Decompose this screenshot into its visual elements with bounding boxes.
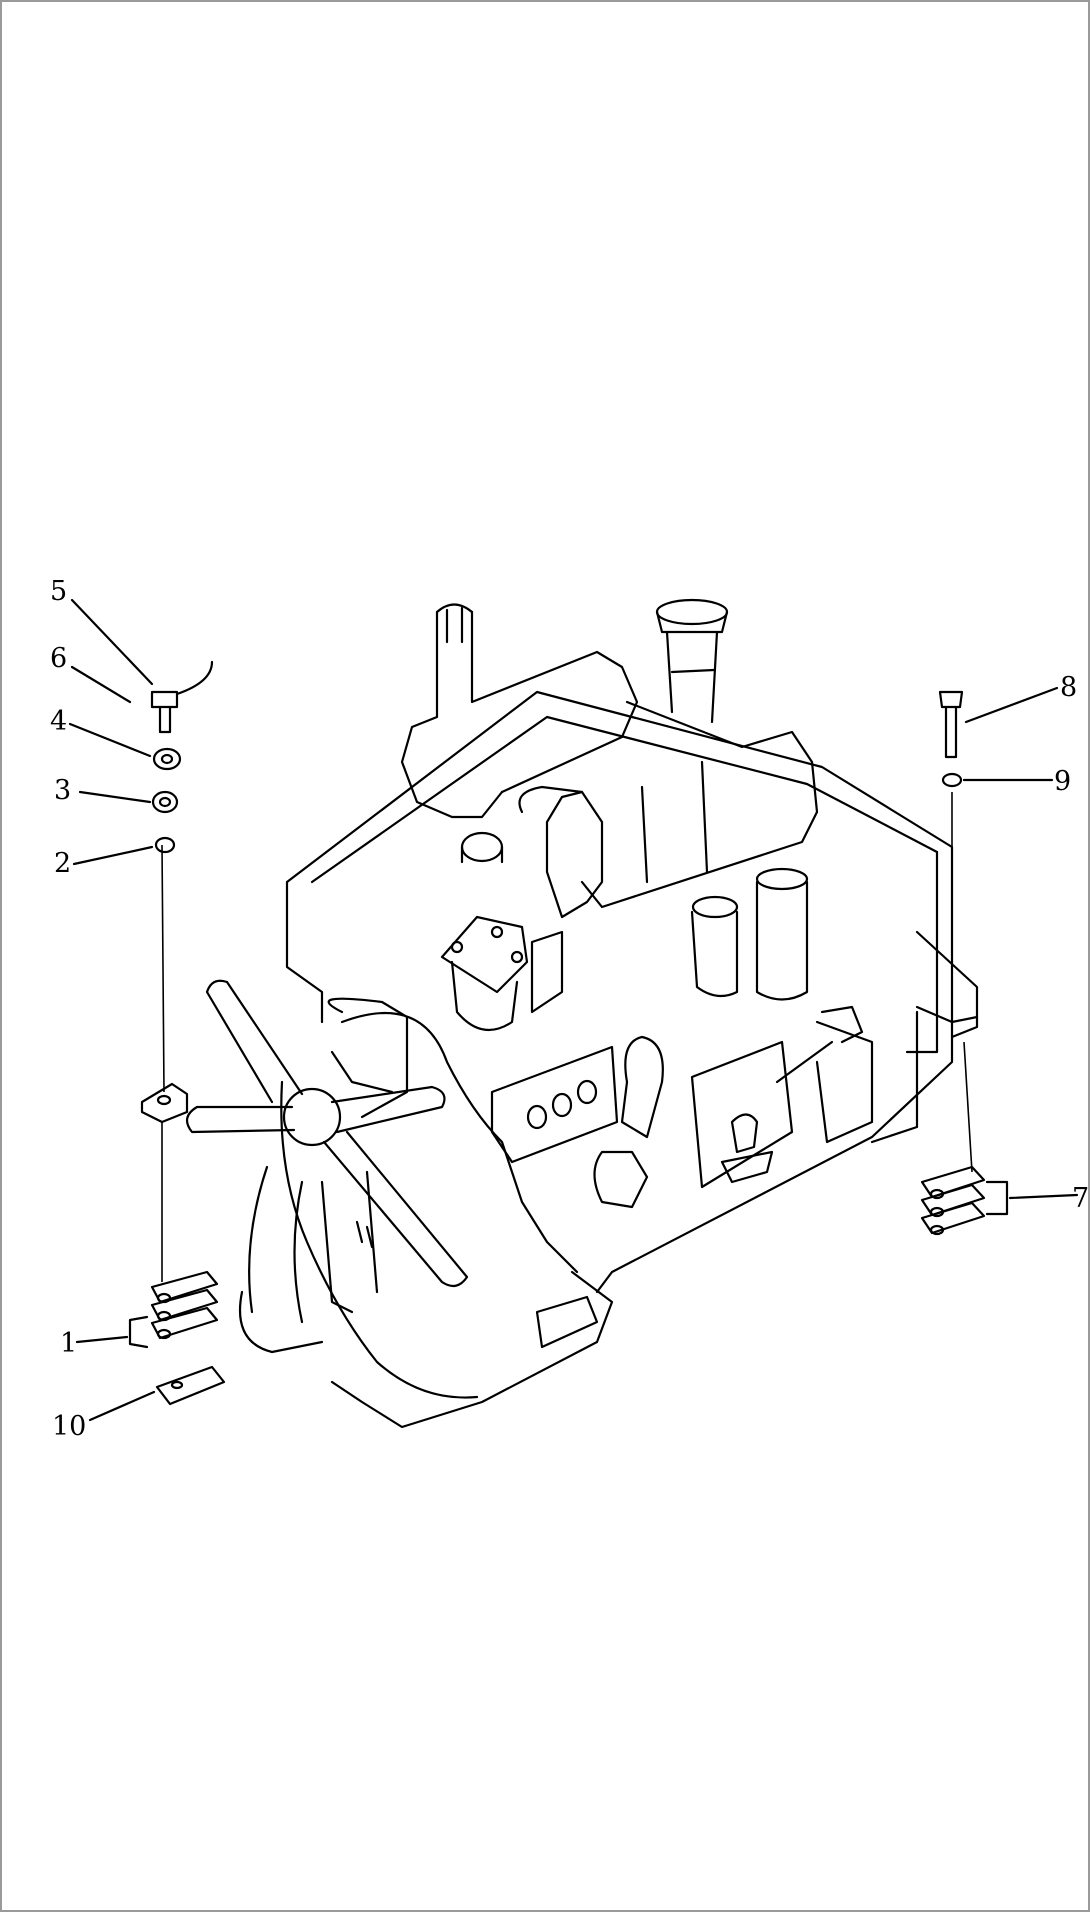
callout-7: 7 <box>1072 1183 1089 1214</box>
plate-part-10 <box>155 1365 226 1406</box>
callout-labels: 5 6 4 3 2 8 9 7 1 10 <box>50 576 1089 1442</box>
callout-4: 4 <box>50 706 67 737</box>
leader-lines <box>68 598 1079 1422</box>
callout-9: 9 <box>1054 766 1071 797</box>
callout-10: 10 <box>52 1411 86 1442</box>
callout-6: 6 <box>50 643 67 674</box>
shim-stack-part-1 <box>128 1270 219 1349</box>
washer-part-4 <box>152 747 182 771</box>
washer-part-3 <box>151 790 179 814</box>
callout-3: 3 <box>54 775 71 806</box>
callout-5: 5 <box>50 576 67 607</box>
callout-2: 2 <box>54 848 71 879</box>
washer-part-2 <box>154 836 176 854</box>
callout-8: 8 <box>1060 672 1077 703</box>
engine-assembly <box>185 598 979 1429</box>
bolt-part-6 <box>150 660 214 734</box>
callout-1: 1 <box>60 1328 77 1359</box>
rear-mount-parts <box>938 690 973 1173</box>
front-mount-bracket <box>140 844 189 1282</box>
shim-stack-part-7 <box>920 1165 1009 1236</box>
